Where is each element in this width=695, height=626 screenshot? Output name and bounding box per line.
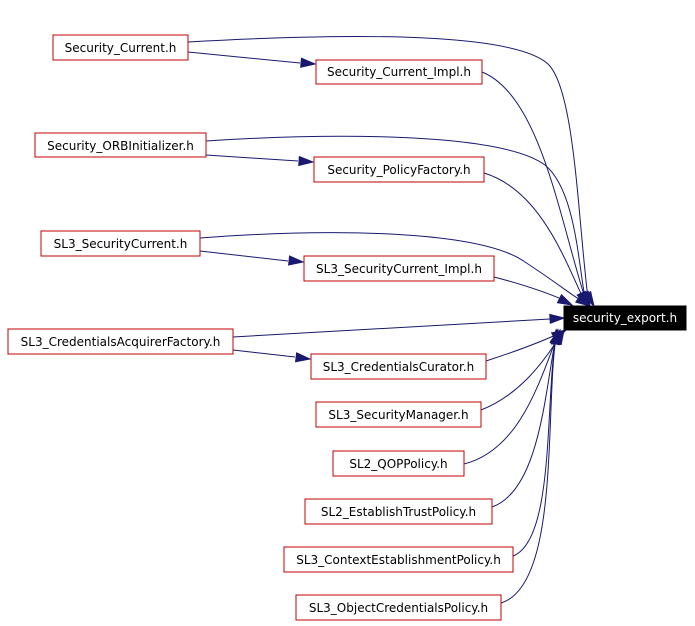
graph-nodes: security_export.h Security_Current.h Sec… <box>7 34 687 621</box>
edge-arrowhead <box>550 328 561 345</box>
edge-line <box>500 336 557 604</box>
edge-line <box>483 172 584 299</box>
edge-line <box>463 336 558 465</box>
edge-arrowhead <box>294 352 312 363</box>
edge-line <box>187 51 301 64</box>
edge-arrowhead <box>556 293 574 306</box>
edge-line <box>491 336 557 508</box>
edge-line <box>232 349 296 358</box>
node-security-current-impl-h[interactable]: Security_Current_Impl.h <box>315 59 483 85</box>
node-label: SL3_ContextEstablishmentPolicy.h <box>296 553 501 567</box>
node-label: Security_ORBInitializer.h <box>47 139 194 153</box>
edge-arrowhead <box>300 57 317 68</box>
node-label: SL3_SecurityCurrent_Impl.h <box>316 262 482 276</box>
node-security-current-h[interactable]: Security_Current.h <box>52 34 189 61</box>
edge-security-current-impl-to-export <box>481 71 591 308</box>
node-sl2-establishtrustpolicy-h[interactable]: SL2_EstablishTrustPolicy.h <box>304 498 493 525</box>
edge-sl3-securitycurrent-to-export <box>199 232 592 307</box>
edge-arrowhead <box>288 255 305 266</box>
node-label: Security_Current_Impl.h <box>327 65 471 79</box>
node-sl3-objectcredentialspolicy-h[interactable]: SL3_ObjectCredentialsPolicy.h <box>295 594 502 621</box>
edge-sl3-securitycurrent-to-impl <box>199 250 305 266</box>
node-sl3-contextestablishmentpolicy-h[interactable]: SL3_ContextEstablishmentPolicy.h <box>283 546 514 573</box>
node-label: SL3_CredentialsAcquirerFactory.h <box>21 335 221 349</box>
edge-line <box>232 318 551 338</box>
node-label: SL3_CredentialsCurator.h <box>323 360 475 374</box>
node-label: SL2_EstablishTrustPolicy.h <box>321 505 476 519</box>
edge-sl3-objectcredentials-to-export <box>500 328 561 604</box>
node-sl3-credentialsacquirerfactory-h[interactable]: SL3_CredentialsAcquirerFactory.h <box>7 328 234 355</box>
edge-line <box>205 135 586 299</box>
edge-line <box>205 154 299 162</box>
edge-line <box>481 71 586 299</box>
node-sl2-qoppolicy-h[interactable]: SL2_QOPPolicy.h <box>332 450 465 477</box>
graph-edges <box>187 35 595 604</box>
node-label: SL3_ObjectCredentialsPolicy.h <box>309 601 488 615</box>
edge-sl3-credacq-to-export <box>232 313 566 338</box>
node-sl3-credentialscurator-h[interactable]: SL3_CredentialsCurator.h <box>310 353 487 380</box>
edge-line <box>199 232 583 302</box>
node-sl3-securitycurrent-impl-h[interactable]: SL3_SecurityCurrent_Impl.h <box>303 255 495 282</box>
edge-security-orbinit-to-policyfactory <box>205 154 315 167</box>
edge-line <box>485 332 561 362</box>
node-label: Security_PolicyFactory.h <box>327 163 470 177</box>
node-security-policyfactory-h[interactable]: Security_PolicyFactory.h <box>313 156 485 183</box>
edge-line <box>512 336 557 557</box>
node-sl3-securitycurrent-h[interactable]: SL3_SecurityCurrent.h <box>40 230 201 257</box>
edge-line <box>493 276 567 302</box>
edge-arrowhead <box>298 155 315 167</box>
edge-line <box>187 35 589 299</box>
node-security-orbinitializer-h[interactable]: Security_ORBInitializer.h <box>34 132 207 158</box>
edge-line <box>199 250 289 262</box>
node-sl3-securitymanager-h[interactable]: SL3_SecurityManager.h <box>315 401 482 428</box>
edge-sl3-securitycurrent-impl-to-export <box>493 276 574 306</box>
edge-arrowhead <box>575 293 592 307</box>
node-security-export-h[interactable]: security_export.h <box>563 305 687 331</box>
node-label: Security_Current.h <box>65 41 177 55</box>
edge-arrowhead <box>549 313 566 325</box>
node-label: security_export.h <box>573 311 677 325</box>
edge-security-policyfactory-to-export <box>483 172 588 308</box>
edge-line <box>480 335 561 411</box>
edge-sl3-credacq-to-curator <box>232 349 312 363</box>
edge-security-current-to-impl <box>187 51 317 68</box>
node-label: SL3_SecurityCurrent.h <box>54 237 188 251</box>
node-label: SL3_SecurityManager.h <box>328 408 468 422</box>
node-label: SL2_QOPPolicy.h <box>349 457 447 471</box>
